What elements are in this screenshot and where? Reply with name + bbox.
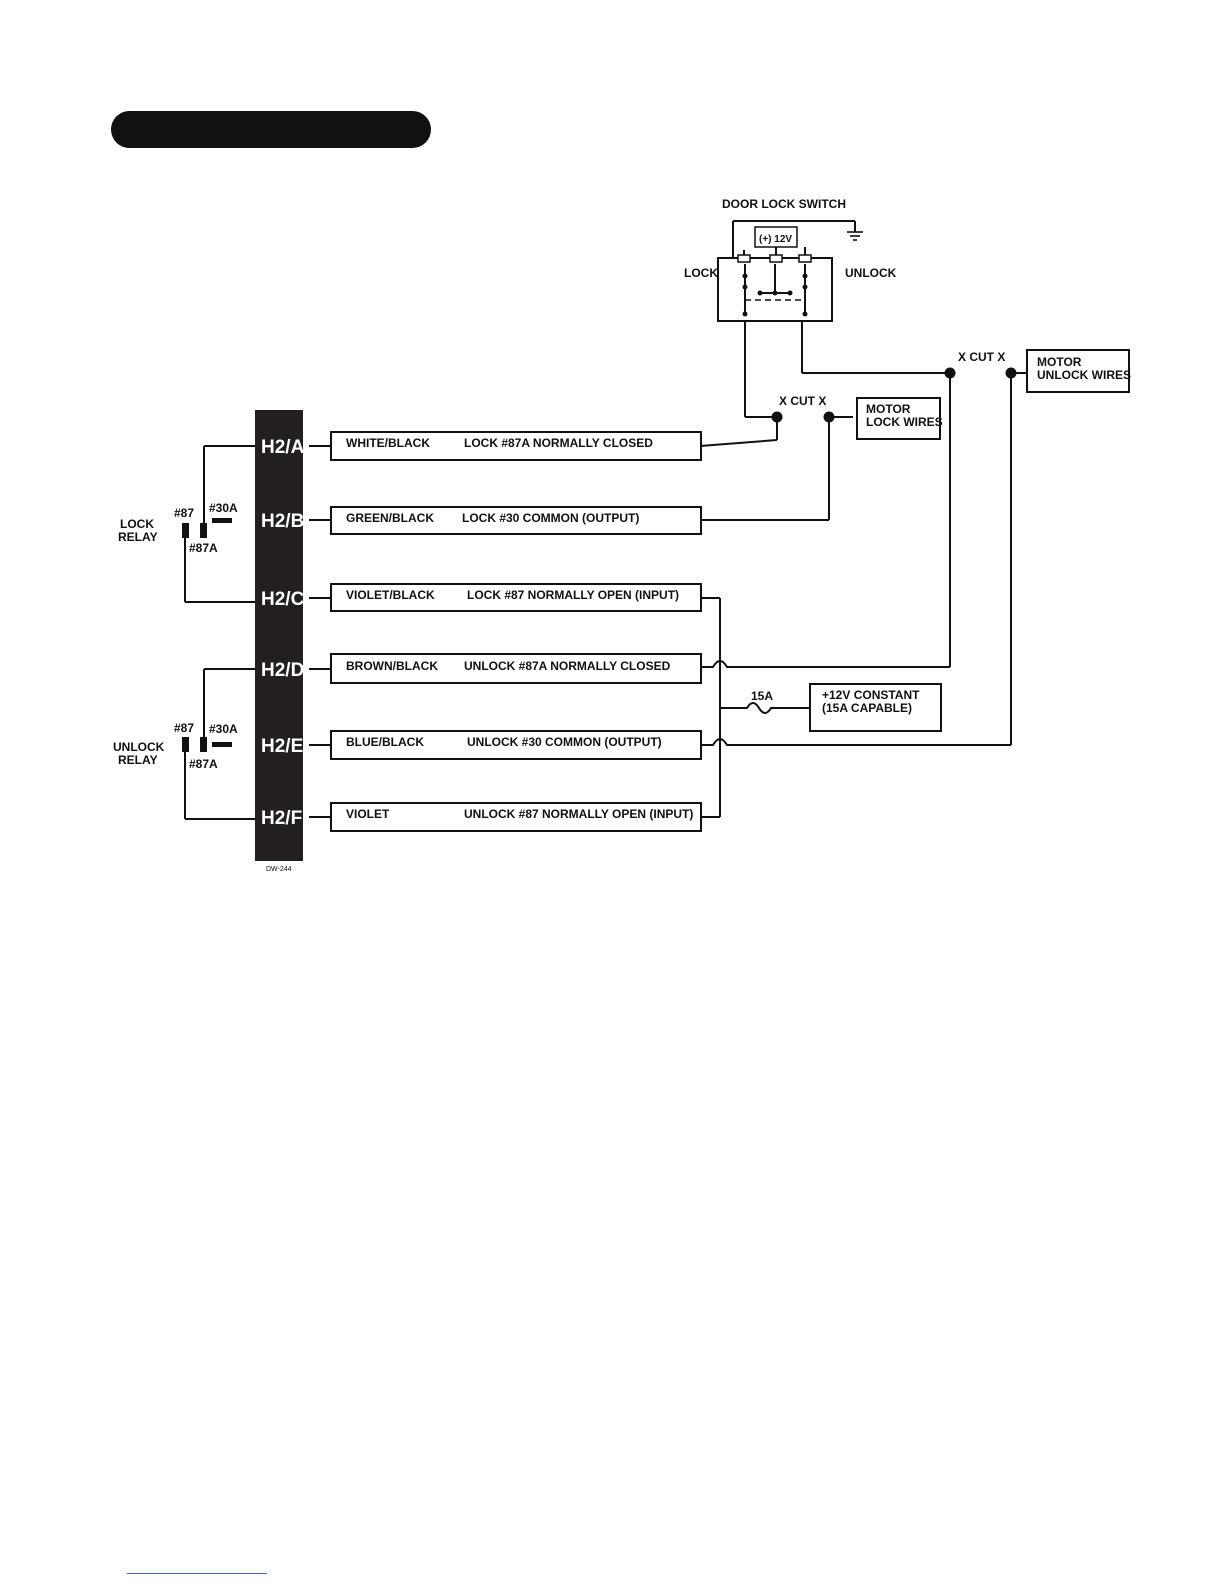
pin-h2d: H2/D xyxy=(261,660,304,681)
harness-connector-h2 xyxy=(255,410,303,861)
lock-relay-name-1: LOCK xyxy=(120,517,154,531)
constant-line1: +12V CONSTANT xyxy=(822,688,920,702)
wire-desc-a: LOCK #87A NORMALLY CLOSED xyxy=(464,436,653,450)
wire-color-a: WHITE/BLACK xyxy=(346,436,430,450)
motor-unlock-line2: UNLOCK WIRES xyxy=(1037,368,1131,382)
power-label-box xyxy=(754,226,798,248)
unlock-relay-87a-label: #87A xyxy=(189,757,218,771)
lock-relay-pin87a xyxy=(200,523,207,538)
unlock-relay-pin87 xyxy=(182,737,189,752)
motor-lock-line2: LOCK WIRES xyxy=(866,415,943,429)
lock-relay-pin30a xyxy=(212,518,232,523)
unlock-cut-dot-right xyxy=(1005,367,1017,379)
switch-lock-label: LOCK xyxy=(684,266,718,280)
switch-title: DOOR LOCK SWITCH xyxy=(722,197,846,211)
wire-desc-e: UNLOCK #30 COMMON (OUTPUT) xyxy=(467,735,662,749)
section-header-pill xyxy=(111,111,431,148)
pin-h2f: H2/F xyxy=(261,808,302,829)
wire-color-e: BLUE/BLACK xyxy=(346,735,424,749)
unlock-relay-30a-label: #30A xyxy=(209,722,238,736)
motor-lock-line1: MOTOR xyxy=(866,402,911,416)
unlock-relay-87-label: #87 xyxy=(174,721,194,735)
motor-lock-wires-box xyxy=(856,397,941,440)
unlock-cut-label: X CUT X xyxy=(958,350,1005,364)
motor-unlock-wires-box xyxy=(1026,349,1130,393)
constant-line2: (15A CAPABLE) xyxy=(822,701,912,715)
pin-h2a: H2/A xyxy=(261,437,305,458)
wire-desc-c: LOCK #87 NORMALLY OPEN (INPUT) xyxy=(467,588,679,602)
wire-color-d: BROWN/BLACK xyxy=(346,659,438,673)
lock-relay-name-2: RELAY xyxy=(118,530,158,544)
lock-relay-pin87 xyxy=(182,523,189,538)
unlock-relay-pin30a xyxy=(212,742,232,747)
fuse-label: 15A xyxy=(751,689,773,703)
wire-desc-d: UNLOCK #87A NORMALLY CLOSED xyxy=(464,659,671,673)
footer-link-underline xyxy=(127,1573,267,1574)
constant-power-box xyxy=(809,683,942,732)
unlock-relay-pin87a xyxy=(200,737,207,752)
unlock-relay-name-2: RELAY xyxy=(118,753,158,767)
pin-h2c: H2/C xyxy=(261,589,305,610)
wire-color-f: VIOLET xyxy=(346,807,390,821)
ground-icon xyxy=(847,231,863,241)
wire-color-c: VIOLET/BLACK xyxy=(346,588,435,602)
motor-unlock-line1: MOTOR xyxy=(1037,355,1082,369)
figure-id: DW-244 xyxy=(266,866,292,873)
unlock-cut-dot-left xyxy=(944,367,956,379)
lock-relay-87a-label: #87A xyxy=(189,541,218,555)
unlock-relay-name-1: UNLOCK xyxy=(113,740,165,754)
lock-cut-dot-left xyxy=(771,411,783,423)
switch-unlock-label: UNLOCK xyxy=(845,266,897,280)
lock-cut-label: X CUT X xyxy=(779,394,826,408)
wire-desc-b: LOCK #30 COMMON (OUTPUT) xyxy=(462,511,639,525)
pin-h2e: H2/E xyxy=(261,736,303,757)
wire-desc-f: UNLOCK #87 NORMALLY OPEN (INPUT) xyxy=(464,807,693,821)
wire-color-b: GREEN/BLACK xyxy=(346,511,434,525)
lock-relay-30a-label: #30A xyxy=(209,501,238,515)
pin-h2b: H2/B xyxy=(261,511,304,532)
lock-relay-87-label: #87 xyxy=(174,506,194,520)
switch-power-label: (+) 12V xyxy=(759,234,792,245)
lock-cut-dot-right xyxy=(823,411,835,423)
